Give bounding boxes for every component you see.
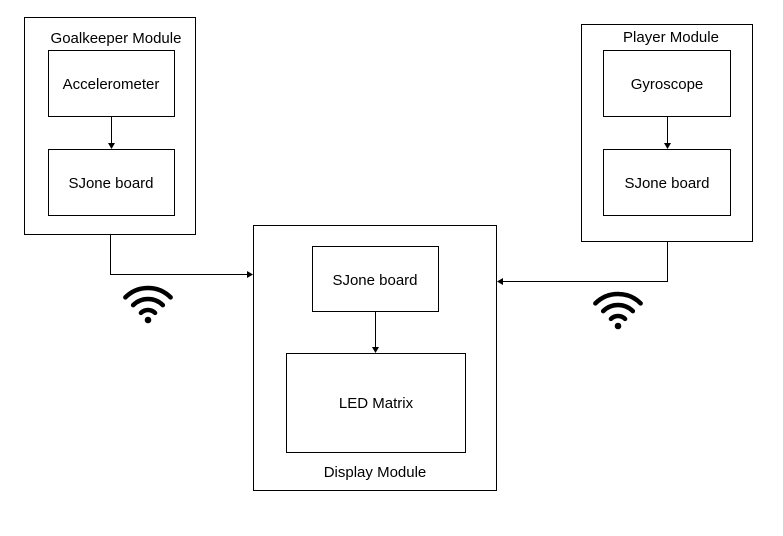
player-sjone-label: SJone board: [624, 175, 709, 192]
goalkeeper-module: Goalkeeper Module Accelerometer SJone bo…: [24, 17, 196, 235]
player-sjone-block: [603, 149, 731, 216]
display-module: SJone board LED Matrix Display Module: [253, 225, 497, 491]
goalkeeper-module-title: Goalkeeper Module: [51, 30, 182, 47]
accelerometer-block: [48, 50, 175, 117]
goalkeeper-sjone-block: [48, 149, 175, 216]
wifi-icon: [123, 285, 173, 324]
accelerometer-to-sjone-arrow: [108, 117, 115, 149]
led-matrix-label: LED Matrix: [339, 395, 414, 412]
display-sjone-block: [312, 246, 439, 312]
accelerometer-label: Accelerometer: [63, 76, 160, 93]
display-module-title: Display Module: [324, 464, 427, 481]
player-to-display-link: [497, 242, 668, 285]
gyroscope-to-sjone-arrow: [664, 117, 671, 149]
sjone-to-led-matrix-arrow: [372, 312, 379, 353]
player-module-title: Player Module: [623, 29, 719, 46]
goalkeeper-sjone-label: SJone board: [68, 175, 153, 192]
gyroscope-label: Gyroscope: [631, 76, 704, 93]
display-sjone-label: SJone board: [332, 272, 417, 289]
gyroscope-block: [603, 50, 731, 117]
goalkeeper-to-display-link: [110, 235, 253, 278]
led-matrix-block: [286, 353, 466, 453]
player-module: Player Module Gyroscope SJone board: [581, 24, 753, 242]
wifi-icon: [593, 291, 643, 330]
